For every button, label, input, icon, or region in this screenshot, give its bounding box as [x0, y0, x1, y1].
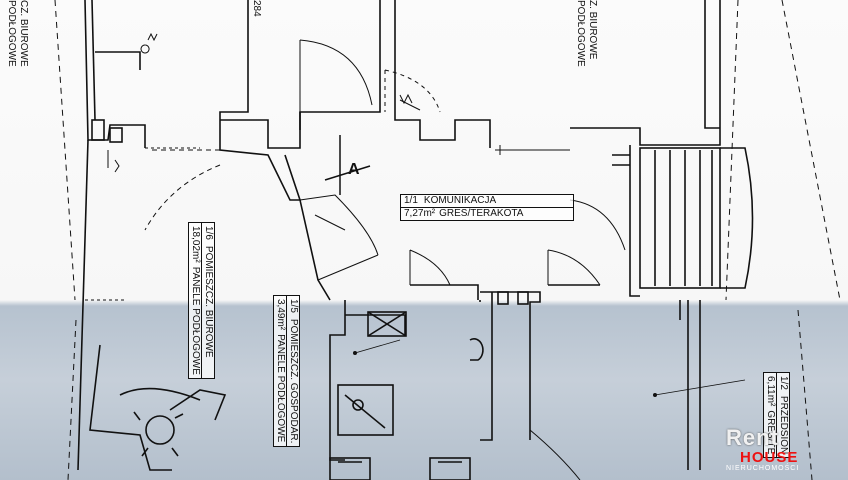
room-floor: GRES/TERAKOTA: [439, 208, 524, 219]
room-number: 1/5: [288, 299, 299, 313]
room-area: 7,27m²: [404, 208, 436, 219]
room-name: Z. BIUROWE: [587, 0, 598, 60]
room-name: CZ. BIUROWE: [18, 0, 29, 67]
room-floor: PODŁOGOWE: [6, 0, 17, 67]
room-number: 1/1: [404, 195, 418, 206]
room-name: POMIESZCZ. GOSPODAR.: [288, 318, 299, 444]
room-number: 1/2: [778, 376, 789, 390]
room-label-office-top-left: CZ. BIUROWE PODŁOGOWE: [5, 0, 29, 67]
watermark-line1: Rent: [726, 425, 779, 450]
section-marker: A: [348, 161, 360, 178]
room-label-komunikacja: 1/1 KOMUNIKACJA 7,27m² GRES/TERAKOTA: [400, 194, 574, 221]
room-floor: PODŁOGOWE: [575, 0, 586, 67]
watermark-line2: HOUSE: [740, 449, 799, 466]
room-label-gospodarcze: 1/5 POMIESZCZ. GOSPODAR. 3,49m² PANELE P…: [273, 295, 300, 448]
watermark-line3: NIERUCHOMOŚCI: [726, 465, 800, 472]
room-name: POMIESZCZ. BIUROWE: [203, 245, 214, 358]
room-floor: PANELE PODŁOGOWE: [275, 334, 286, 443]
room-label-office-top-right: Z. BIUROWE PODŁOGOWE: [574, 0, 598, 67]
dimension-label: 284: [251, 0, 262, 17]
room-area: 3,49m²: [275, 299, 286, 331]
room-area: 18,02m²: [190, 226, 201, 263]
watermark-logo: Rent HOUSE NIERUCHOMOŚCI: [716, 425, 844, 475]
room-label-biurowe: 1/6 POMIESZCZ. BIUROWE 18,02m² PANELE PO…: [188, 222, 215, 379]
room-area: 6,11m²: [765, 376, 776, 407]
room-name: KOMUNIKACJA: [423, 195, 497, 206]
room-number: 1/6: [203, 226, 214, 240]
room-floor: PANELE PODŁOGOWE: [190, 266, 201, 375]
